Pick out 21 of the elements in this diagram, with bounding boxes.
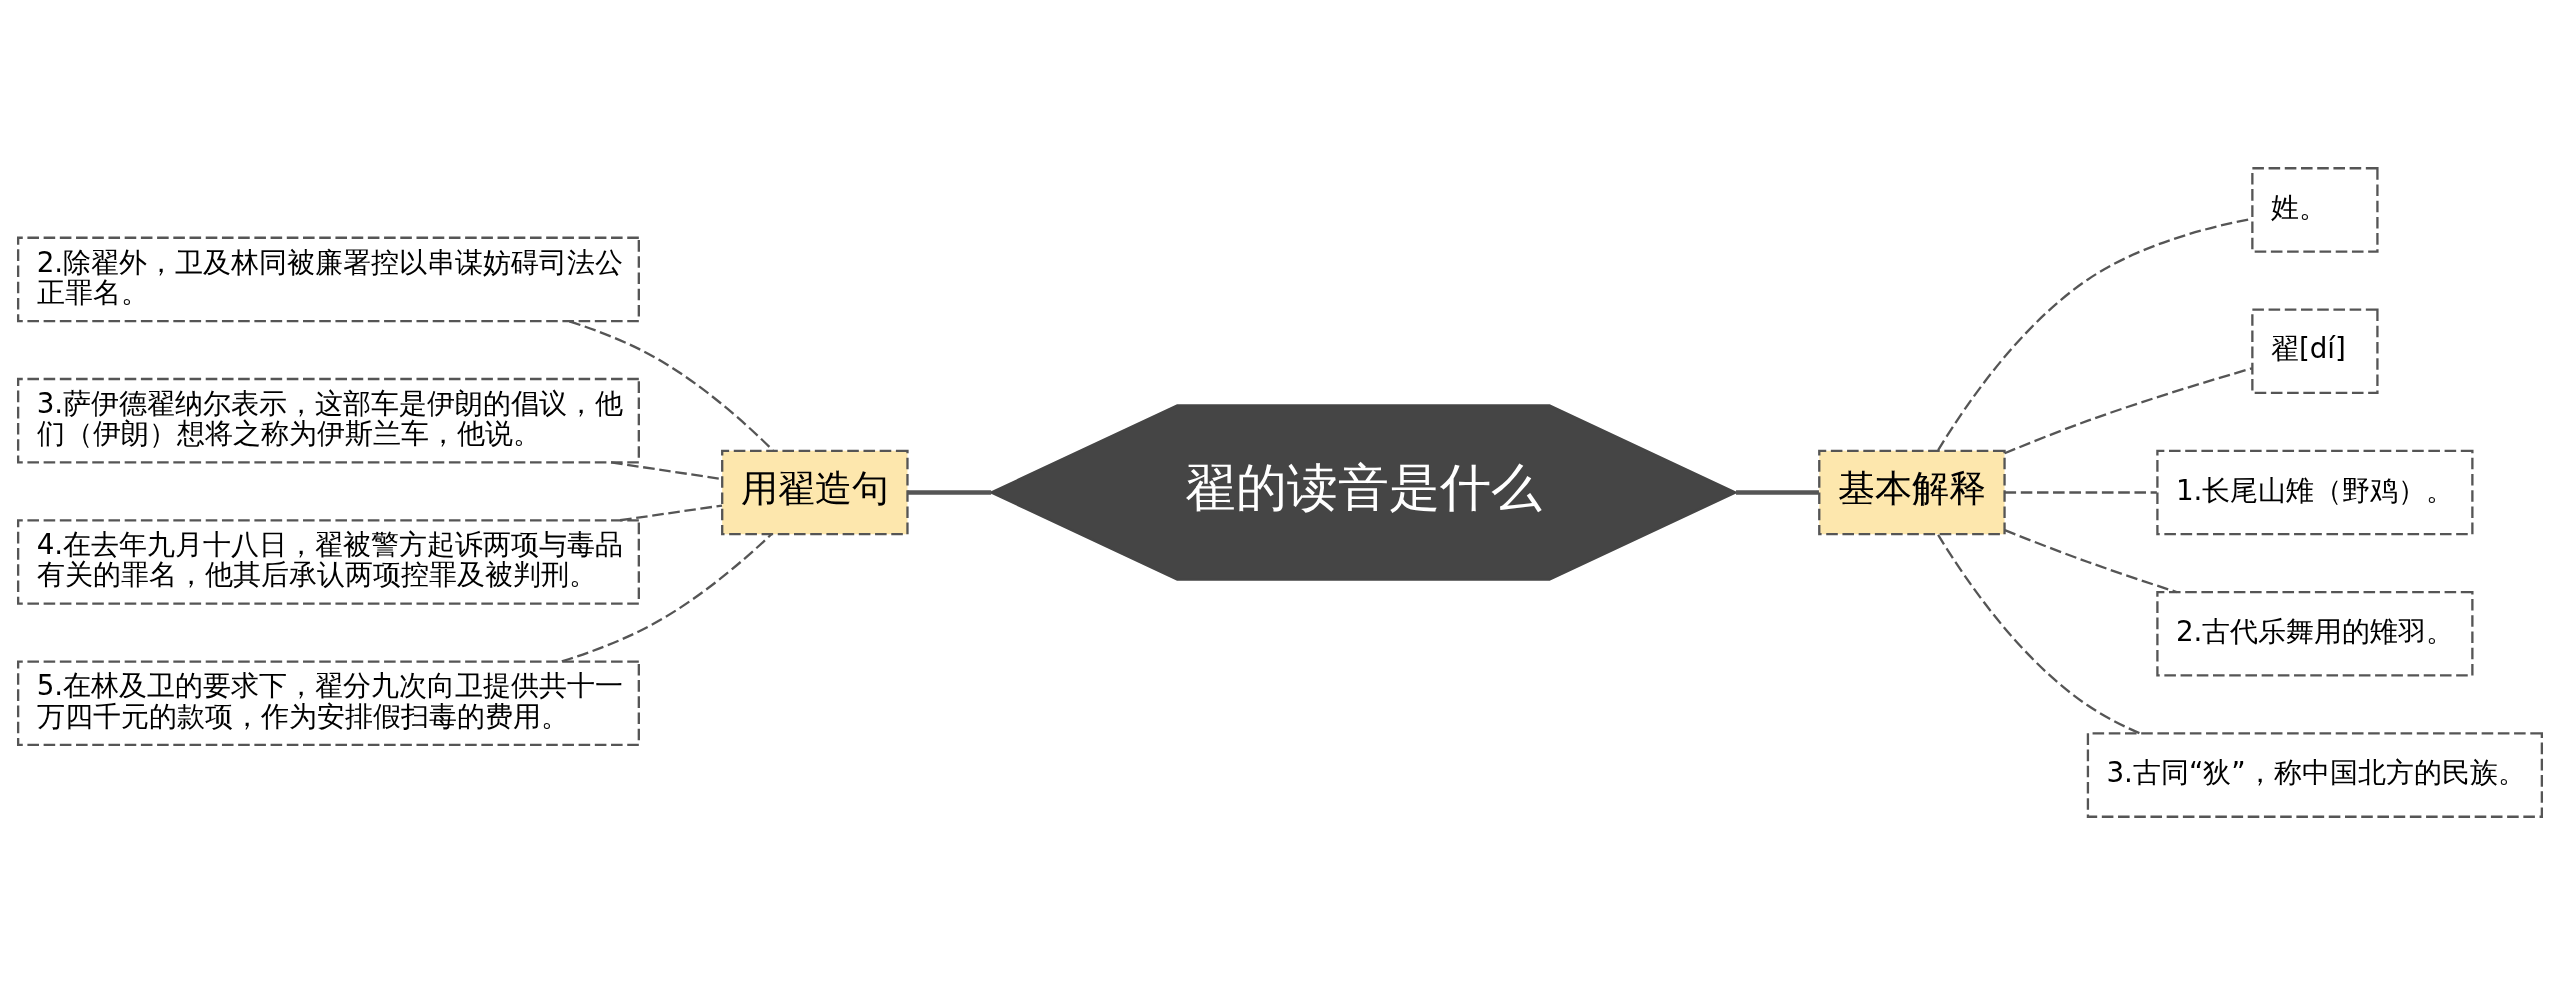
node-box: 3.古同“狄”，称中国北方的民族。	[2086, 731, 2543, 818]
node-box: 2.除翟外，卫及林同被廉署控以串谋妨碍司法公正罪名。	[17, 236, 640, 322]
connector	[907, 489, 992, 495]
node-box: 用翟造句	[721, 449, 909, 535]
connector	[1736, 489, 1819, 495]
node-box: 翟[dí]	[2251, 307, 2379, 394]
node-box: 基本解释	[1818, 449, 2006, 535]
connector	[561, 533, 773, 662]
connector	[2004, 366, 2253, 454]
connector	[610, 460, 722, 480]
node-box: 1.长尾山雉（野鸡）。	[2156, 449, 2474, 535]
node-box: 3.萨伊德翟纳尔表示，这部车是伊朗的倡议，他们（伊朗）想将之称为伊斯兰车，他说。	[17, 377, 640, 464]
node-box: 4.在去年九月十八日，翟被警方起诉两项与毒品有关的罪名，他其后承认两项控罪及被判刑。	[17, 518, 640, 605]
connector	[568, 319, 774, 451]
connector	[1937, 533, 2141, 734]
connector	[619, 503, 723, 521]
node-box: 5.在林及卫的要求下，翟分九次向卫提供共十一万四千元的款项，作为安排假扫毒的费用。	[17, 659, 640, 746]
node-box: 姓。	[2251, 166, 2379, 253]
connector	[2004, 528, 2177, 593]
node-box: 2.古代乐舞用的雉羽。	[2156, 590, 2474, 677]
connector	[2004, 490, 2157, 494]
